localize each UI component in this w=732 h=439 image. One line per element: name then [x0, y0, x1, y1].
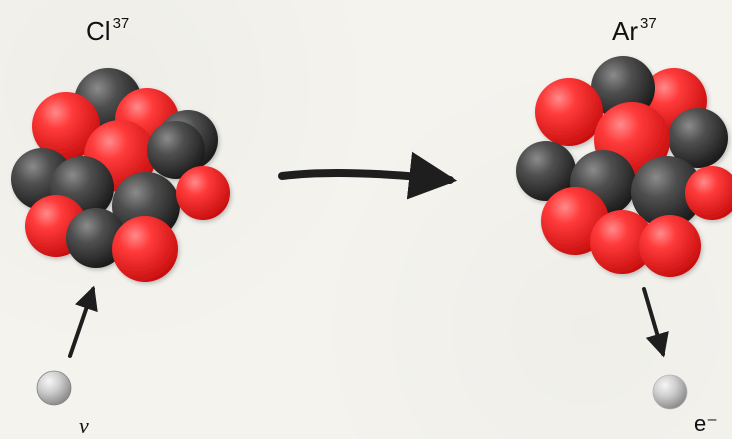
transition-arrow [282, 173, 450, 180]
left-nucleus [11, 68, 230, 282]
right-nucleus-proton [535, 78, 603, 146]
electron-particle [653, 375, 687, 409]
outgoing-electron-arrow [644, 289, 663, 354]
incoming-neutrino-arrow [70, 289, 93, 356]
right-nucleus [516, 56, 732, 277]
left-isotope-element: Cl [86, 16, 111, 46]
right-isotope-element: Ar [612, 16, 638, 46]
left-isotope-mass: 37 [113, 15, 130, 32]
left-nucleus-proton [112, 216, 178, 282]
electron-symbol: e⁻ [694, 413, 718, 435]
right-nucleus-proton [639, 215, 701, 277]
neutrino-particle [37, 371, 71, 405]
neutrino-symbol: ν [79, 415, 89, 437]
right-isotope-mass: 37 [640, 15, 657, 32]
left-nucleus-proton [176, 166, 230, 220]
